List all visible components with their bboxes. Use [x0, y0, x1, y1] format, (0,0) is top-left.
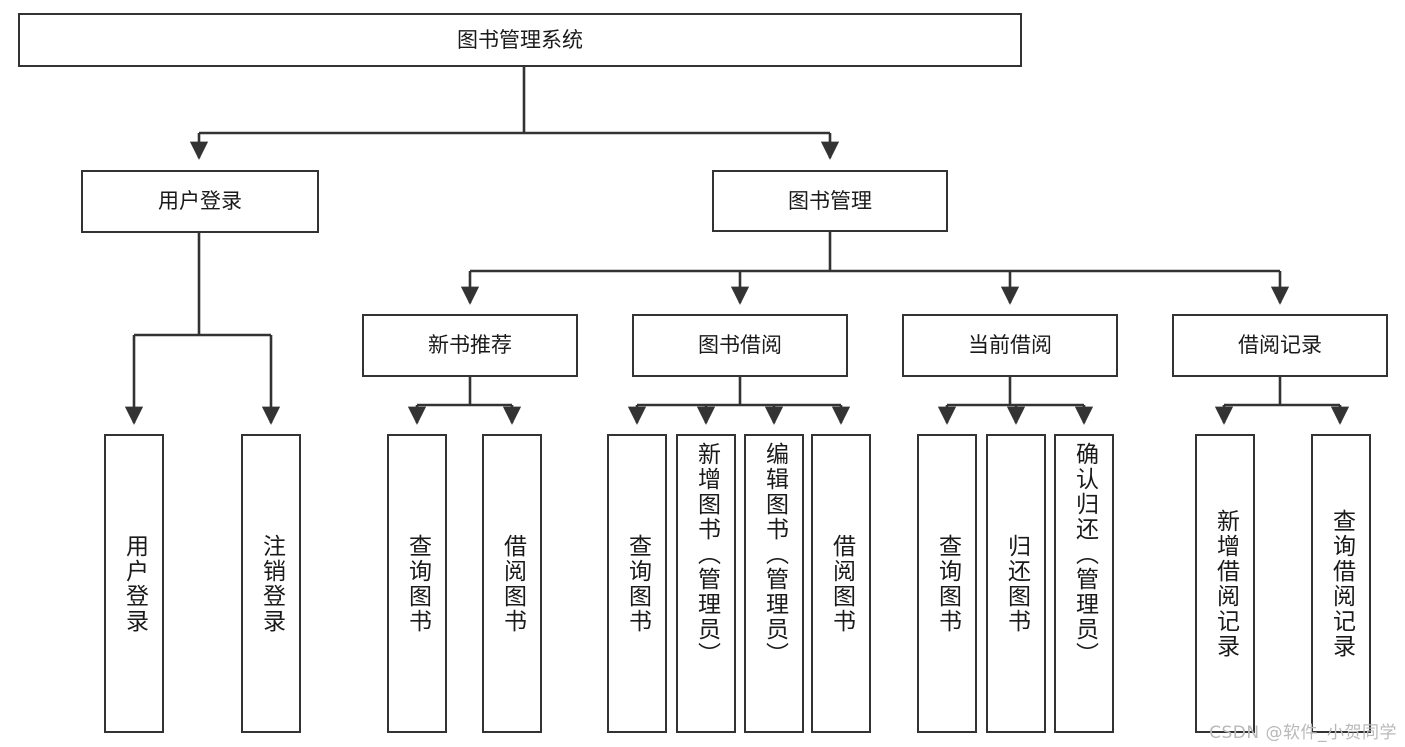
node-label: 新增图书（管理员） [693, 442, 720, 667]
node-label: 注销登录 [258, 533, 285, 634]
node-label: 当前借阅 [968, 333, 1052, 358]
node-label: 新书推荐 [428, 333, 512, 358]
csdn-watermark: CSDN @软件_小贺同学 [1209, 723, 1397, 743]
leaf-borrow-lend-book[interactable]: 借阅图书 [811, 434, 871, 733]
node-label: 借阅图书 [828, 533, 855, 634]
node-label: 借阅图书 [499, 533, 526, 634]
node-label: 新增借阅记录 [1212, 508, 1239, 659]
node-label: 查询图书 [624, 533, 651, 634]
leaf-current-return-book[interactable]: 归还图书 [986, 434, 1046, 733]
node-label: 用户登录 [121, 533, 148, 634]
node-user-login[interactable]: 用户登录 [81, 170, 319, 233]
leaf-newbook-query-book[interactable]: 查询图书 [387, 434, 447, 733]
node-label: 图书管理系统 [457, 27, 583, 52]
node-label: 查询借阅记录 [1328, 508, 1355, 659]
node-label: 编辑图书（管理员） [761, 442, 788, 667]
leaf-user-login[interactable]: 用户登录 [104, 434, 164, 733]
node-label: 图书管理 [788, 188, 872, 213]
leaf-user-logout[interactable]: 注销登录 [241, 434, 301, 733]
node-label: 用户登录 [158, 189, 242, 214]
leaf-newbook-borrow-book[interactable]: 借阅图书 [482, 434, 542, 733]
leaf-current-confirm-return-admin[interactable]: 确认归还（管理员） [1054, 434, 1114, 733]
leaf-borrow-query-book[interactable]: 查询图书 [607, 434, 667, 733]
leaf-current-query-book[interactable]: 查询图书 [917, 434, 977, 733]
node-root-book-management-system[interactable]: 图书管理系统 [18, 13, 1022, 67]
node-label: 归还图书 [1003, 533, 1030, 634]
node-label: 确认归还（管理员） [1071, 442, 1098, 667]
node-new-book-recommendation[interactable]: 新书推荐 [362, 314, 578, 377]
node-borrowing-records[interactable]: 借阅记录 [1172, 314, 1388, 377]
node-book-management[interactable]: 图书管理 [712, 170, 948, 232]
node-book-borrowing[interactable]: 图书借阅 [632, 314, 848, 377]
leaf-borrow-edit-book-admin[interactable]: 编辑图书（管理员） [744, 434, 804, 733]
leaf-records-add-record[interactable]: 新增借阅记录 [1195, 434, 1255, 733]
node-label: 借阅记录 [1238, 333, 1322, 358]
node-label: 查询图书 [404, 533, 431, 634]
node-label: 图书借阅 [698, 333, 782, 358]
leaf-records-query-record[interactable]: 查询借阅记录 [1311, 434, 1371, 733]
node-label: 查询图书 [934, 533, 961, 634]
node-current-borrowing[interactable]: 当前借阅 [902, 314, 1118, 377]
leaf-borrow-add-book-admin[interactable]: 新增图书（管理员） [676, 434, 736, 733]
